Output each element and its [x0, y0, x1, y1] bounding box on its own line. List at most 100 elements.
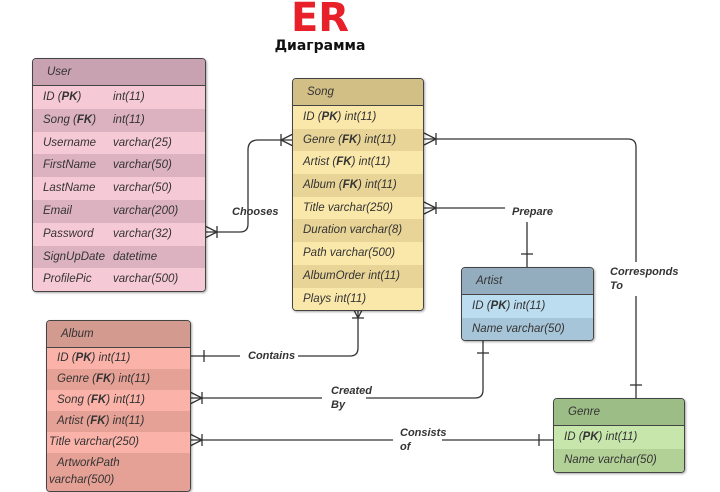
field-type: int(11) [355, 156, 391, 169]
key-badge: FK [336, 156, 352, 169]
entity-artist-header: Artist [462, 268, 593, 295]
entity-genre[interactable]: Genre ID (PK) int(11)Name varchar(50) [553, 398, 685, 473]
key-badge: FK [90, 394, 107, 406]
field-type: varchar(200) [113, 204, 179, 217]
entity-user-row-username: Username varchar(25) [33, 131, 205, 155]
field-type: int(11) [115, 373, 151, 385]
crow-foot-album-consists [189, 433, 204, 447]
entity-user-header: User [33, 59, 205, 86]
entity-song-row-path: Path varchar(500) [293, 242, 423, 265]
rel-label-created-line2: By [331, 399, 346, 411]
entity-album-rows: ID (PK) int(11)Genre (FK) int(11)Song (F… [47, 348, 190, 491]
field-name: Genre (FK) [303, 133, 362, 146]
entity-genre-row-id: ID (PK) int(11) [554, 426, 684, 449]
created-line [190, 340, 484, 399]
entity-song-row-title: Title varchar(250) [293, 196, 423, 220]
field-type: varchar(50) [113, 159, 172, 172]
entity-album-row-song: Song (FK) int(11) [47, 390, 190, 411]
key-badge: PK [582, 431, 599, 443]
field-type: int(11) [365, 269, 400, 282]
field-name: Email [43, 204, 72, 217]
field-name: ID (PK) [472, 300, 511, 312]
crow-foot-song-prepare [423, 201, 438, 215]
entity-genre-rows: ID (PK) int(11) Name varchar(50) [554, 426, 684, 472]
entity-album-row-genre: Genre (FK) int(11) [47, 369, 190, 390]
rel-label-consists-line1: Consists [400, 427, 447, 439]
field-name: ID (PK) [43, 91, 82, 103]
field-name: Duration [303, 224, 347, 237]
entity-artist-rows: ID (PK) int(11) Name varchar(50) [462, 295, 593, 340]
diagram-subtitle: Диаграмма [274, 38, 366, 54]
field-type: datetime [113, 250, 158, 263]
rel-label-chooses: Chooses [232, 206, 279, 218]
field-type: varchar(25) [113, 136, 172, 149]
entity-album[interactable]: Album ID (PK) int(11)Genre (FK) int(11)S… [46, 320, 191, 492]
rel-label-corresponds-line2: To [610, 280, 624, 292]
field-type: varchar(250) [324, 201, 394, 214]
entity-song-row-genre: Genre (FK) int(11) [293, 128, 423, 152]
field-type: int(11) [510, 300, 546, 312]
field-type: varchar(50) [594, 454, 657, 466]
field-type: int(11) [110, 394, 146, 406]
field-type: int(11) [361, 179, 397, 192]
field-name: Artist (FK) [303, 156, 356, 169]
entity-user[interactable]: User ID (PK)int(11)Song (FK)int(11)Usern… [32, 58, 206, 293]
field-name: Name [472, 322, 503, 335]
field-type: varchar(32) [113, 227, 172, 240]
field-name: Plays [303, 292, 332, 305]
entity-user-row-id: ID (PK) int(11) [33, 86, 205, 109]
field-name: ProfilePic [43, 273, 92, 286]
field-type: int(11) [95, 352, 131, 364]
field-name: AlbumOrder [303, 269, 365, 282]
field-name: FirstName [43, 159, 97, 172]
field-type: varchar(50) [502, 322, 565, 335]
field-type: int(11) [113, 91, 145, 103]
corresponds-line [424, 138, 637, 398]
entity-album-row-artist: Artist (FK) int(11) [47, 411, 190, 432]
field-name: Name [564, 454, 595, 466]
entity-user-row-firstname: FirstName varchar(50) [33, 154, 205, 178]
entity-song-row-id: ID (PK) int(11) [293, 106, 423, 129]
entity-user-row-email: Email varchar(200) [33, 199, 205, 223]
entity-album-header: Album [47, 321, 190, 348]
crow-foot-song-chooses [279, 133, 294, 147]
key-badge: FK [342, 179, 358, 192]
field-type: varchar(8) [346, 224, 403, 237]
entity-song[interactable]: Song ID (PK) int(11)Genre (FK) int(11)Ar… [292, 78, 424, 312]
key-badge: FK [342, 133, 358, 146]
chooses-line [205, 139, 293, 233]
entity-song-rows: ID (PK) int(11)Genre (FK) int(11)Artist … [293, 106, 423, 311]
field-name: Artist (FK) [57, 415, 110, 427]
field-type: varchar(500) [49, 474, 115, 486]
entity-song-row-duration: Duration varchar(8) [293, 219, 423, 243]
entity-song-row-album: Album (FK) int(11) [293, 174, 423, 197]
field-name: ArtworkPath [57, 457, 120, 469]
key-badge: FK [76, 113, 93, 126]
field-name: Path [303, 247, 327, 260]
entity-album-row-id: ID (PK) int(11) [47, 348, 190, 369]
key-badge: PK [61, 91, 78, 103]
field-type: varchar(500) [113, 273, 179, 286]
field-name: Genre (FK) [57, 373, 116, 385]
field-type: int(11) [361, 133, 397, 146]
entity-artist[interactable]: Artist ID (PK) int(11) Name varchar(50) [461, 267, 594, 341]
field-type: int(11) [113, 113, 145, 126]
field-type: int(11) [331, 292, 367, 305]
field-type: int(11) [341, 111, 377, 123]
entity-song-row-albumorder: AlbumOrder int(11) [293, 264, 423, 288]
key-badge: PK [75, 352, 92, 364]
field-name: Username [43, 136, 97, 149]
key-badge: FK [90, 415, 106, 427]
crow-foot-song-corresponds [423, 132, 438, 146]
key-badge: PK [490, 300, 507, 312]
entity-artist-row-name: Name varchar(50) [462, 317, 593, 340]
key-badge: FK [96, 373, 112, 385]
rel-label-consists-line2: of [400, 441, 411, 453]
key-badge: PK [321, 111, 338, 123]
entity-song-header: Song [293, 79, 423, 106]
field-name: Song (FK) [57, 394, 111, 406]
